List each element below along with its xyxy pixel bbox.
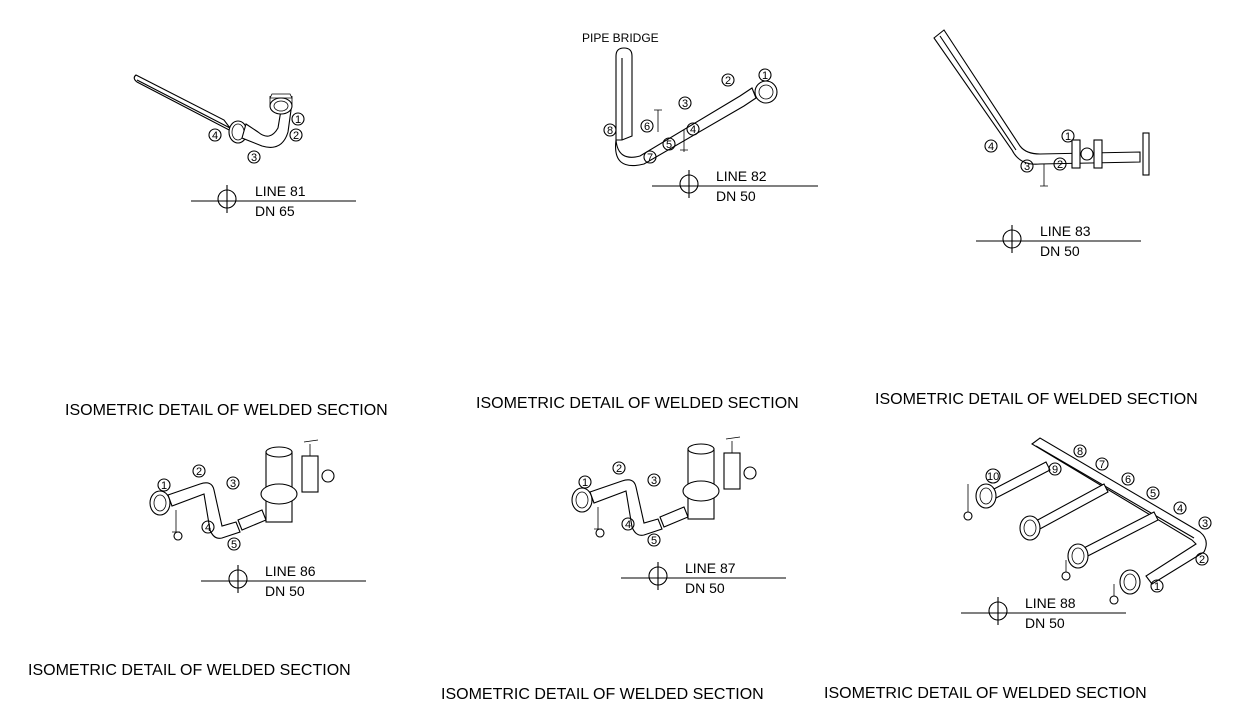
line-number: LINE 87 xyxy=(685,560,736,576)
nominal-diameter: DN 50 xyxy=(685,580,725,596)
line-number: LINE 82 xyxy=(716,168,767,184)
svg-text:1: 1 xyxy=(295,114,301,126)
line-tag-line-82: LINE 82 DN 50 xyxy=(652,168,818,204)
detail-line-86: 1 2 3 4 5 LINE 86 DN 50 ISOMETRIC DETAIL… xyxy=(28,439,366,679)
svg-text:5: 5 xyxy=(231,539,237,551)
svg-text:2: 2 xyxy=(1057,159,1063,171)
svg-text:1: 1 xyxy=(161,480,167,492)
svg-text:6: 6 xyxy=(644,121,650,133)
detail-caption: ISOMETRIC DETAIL OF WELDED SECTION xyxy=(441,686,764,703)
item-markers-line-86: 1 2 3 4 5 xyxy=(157,464,241,551)
nominal-diameter: DN 50 xyxy=(1040,243,1080,259)
pipe-run-line-88 xyxy=(963,437,1207,605)
item-markers-line-87: 1 2 3 4 5 xyxy=(578,461,661,547)
svg-text:3: 3 xyxy=(251,152,257,164)
svg-text:9: 9 xyxy=(1052,464,1058,476)
line-number: LINE 86 xyxy=(265,563,316,579)
item-markers-line-81: 1 2 3 4 xyxy=(208,112,305,164)
line-tag-line-88: LINE 88 DN 50 xyxy=(961,595,1126,631)
svg-text:5: 5 xyxy=(1150,488,1156,500)
detail-line-87: 1 2 3 4 5 LINE 87 DN 50 ISOMETRIC DETAIL… xyxy=(441,436,786,703)
svg-text:1: 1 xyxy=(1065,131,1071,143)
svg-text:4: 4 xyxy=(1177,503,1183,515)
svg-text:8: 8 xyxy=(1077,446,1083,458)
svg-text:7: 7 xyxy=(1099,459,1105,471)
svg-text:5: 5 xyxy=(651,535,657,547)
item-markers-line-88: 1 2 3 4 5 6 7 8 9 10 xyxy=(985,444,1212,593)
svg-text:4: 4 xyxy=(212,130,218,142)
svg-text:2: 2 xyxy=(1199,554,1205,566)
pipe-run-line-87 xyxy=(571,436,757,538)
svg-text:3: 3 xyxy=(1024,161,1030,173)
detail-caption: ISOMETRIC DETAIL OF WELDED SECTION xyxy=(65,402,388,419)
detail-line-83: 1 2 3 4 LINE 83 DN 50 ISOMETRIC DETAIL O… xyxy=(875,29,1198,408)
line-tag-line-81: LINE 81 DN 65 xyxy=(191,183,356,219)
svg-text:6: 6 xyxy=(1125,474,1131,486)
line-tag-line-87: LINE 87 DN 50 xyxy=(621,560,786,596)
svg-text:3: 3 xyxy=(682,98,688,110)
line-number: LINE 83 xyxy=(1040,223,1091,239)
svg-text:3: 3 xyxy=(1202,518,1208,530)
nominal-diameter: DN 65 xyxy=(255,203,295,219)
svg-text:4: 4 xyxy=(625,519,631,531)
pipe-run-line-86 xyxy=(149,439,335,541)
detail-caption: ISOMETRIC DETAIL OF WELDED SECTION xyxy=(28,662,351,679)
svg-text:1: 1 xyxy=(762,70,768,82)
svg-text:8: 8 xyxy=(607,125,613,137)
svg-text:4: 4 xyxy=(988,141,994,153)
detail-caption: ISOMETRIC DETAIL OF WELDED SECTION xyxy=(476,395,799,412)
svg-text:4: 4 xyxy=(205,522,211,534)
detail-caption: ISOMETRIC DETAIL OF WELDED SECTION xyxy=(824,685,1147,702)
svg-text:2: 2 xyxy=(616,463,622,475)
svg-text:10: 10 xyxy=(987,471,999,483)
detail-line-81: 1 2 3 4 LINE 81 DN 65 ISOMETRIC DETAIL O… xyxy=(65,74,388,419)
item-markers-line-83: 1 2 3 4 xyxy=(984,129,1075,173)
line-number: LINE 81 xyxy=(255,183,306,199)
item-markers-line-82: 1 2 3 4 5 6 7 8 xyxy=(603,68,772,164)
pipe-run-line-81 xyxy=(133,74,293,148)
svg-text:1: 1 xyxy=(1154,581,1160,593)
svg-text:5: 5 xyxy=(666,139,672,151)
svg-text:2: 2 xyxy=(725,75,731,87)
pipe-run-line-83 xyxy=(933,29,1150,187)
nominal-diameter: DN 50 xyxy=(1025,615,1065,631)
nominal-diameter: DN 50 xyxy=(716,188,756,204)
svg-text:2: 2 xyxy=(293,130,299,142)
svg-text:4: 4 xyxy=(690,124,696,136)
svg-text:1: 1 xyxy=(582,477,588,489)
line-tag-line-83: LINE 83 DN 50 xyxy=(976,223,1141,259)
line-number: LINE 88 xyxy=(1025,595,1076,611)
detail-caption: ISOMETRIC DETAIL OF WELDED SECTION xyxy=(875,391,1198,408)
svg-text:7: 7 xyxy=(647,152,653,164)
detail-line-82: PIPE BRIDGE 1 2 3 4 5 6 7 8 LINE 82 DN 5… xyxy=(476,31,818,412)
svg-text:3: 3 xyxy=(651,475,657,487)
pipe-bridge-note: PIPE BRIDGE xyxy=(582,31,659,45)
svg-text:3: 3 xyxy=(230,478,236,490)
pipe-run-line-82 xyxy=(615,47,778,167)
svg-text:2: 2 xyxy=(196,466,202,478)
line-tag-line-86: LINE 86 DN 50 xyxy=(201,563,366,599)
nominal-diameter: DN 50 xyxy=(265,583,305,599)
detail-line-88: 1 2 3 4 5 6 7 8 9 10 LINE 88 DN 50 ISOME… xyxy=(824,437,1212,702)
